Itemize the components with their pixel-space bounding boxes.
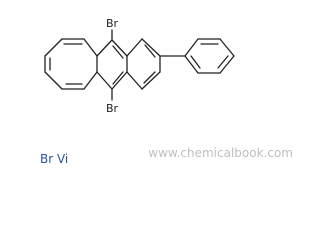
- bond: [141, 38, 161, 57]
- bond: [96, 39, 113, 57]
- bottom-bromine-label: Br: [106, 102, 119, 115]
- double-bond-inner: [112, 71, 124, 85]
- bond: [126, 71, 143, 90]
- double-bond-inner: [143, 71, 156, 84]
- right-ring: [126, 38, 161, 90]
- bond: [111, 39, 128, 57]
- double-bond-inner: [190, 55, 201, 69]
- bond: [83, 71, 98, 90]
- bond: [44, 71, 63, 90]
- bond: [184, 55, 199, 74]
- top-bromine-label: Br: [106, 17, 119, 30]
- double-bond-inner: [112, 45, 124, 59]
- double-bond-inner: [217, 55, 229, 69]
- bond: [126, 38, 143, 57]
- bond: [219, 38, 235, 57]
- footer-label: Br Vi: [40, 152, 69, 166]
- phenyl-group: [159, 38, 235, 74]
- watermark: www.chemicalbook.com: [148, 146, 293, 160]
- bond: [141, 71, 161, 90]
- bond: [219, 55, 235, 74]
- central-ring: [96, 39, 128, 90]
- bond: [83, 38, 98, 57]
- bond: [184, 38, 199, 57]
- left-benzene-ring: [44, 38, 98, 90]
- bond: [44, 38, 63, 57]
- bond: [111, 71, 128, 90]
- bond: [96, 71, 113, 90]
- structure-diagram: Br Br: [44, 17, 235, 115]
- double-bond-inner: [144, 44, 156, 58]
